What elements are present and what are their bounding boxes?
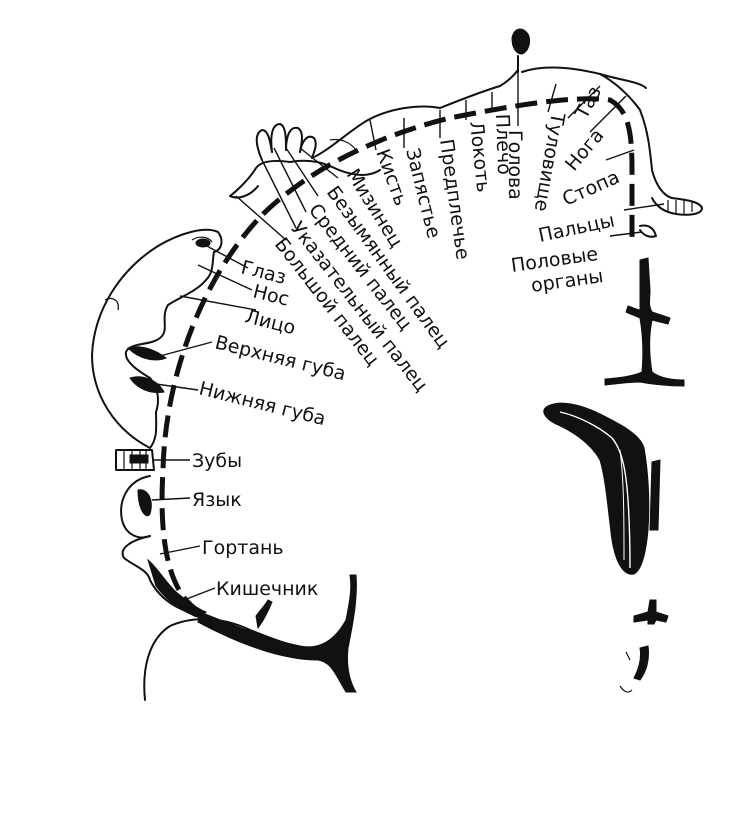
- label-upper-lip: Верхняя губа: [213, 332, 348, 386]
- cortex-dashed-line: [159, 96, 635, 615]
- brain-section: [543, 257, 685, 693]
- eye-shape: [195, 238, 211, 248]
- label-elbow: Локоть: [465, 120, 494, 193]
- label-foot: Стопа: [559, 166, 623, 211]
- label-nose: Нос: [251, 281, 292, 311]
- label-intestine: Кишечник: [216, 578, 318, 600]
- label-teeth: Зубы: [192, 450, 242, 472]
- label-toes: Пальцы: [536, 209, 616, 247]
- label-lower-lip: Нижняя губа: [197, 378, 328, 431]
- label-head: Голова: [504, 130, 526, 200]
- hand-figure: [229, 105, 441, 199]
- label-tongue: Язык: [192, 489, 242, 511]
- label-forearm: Предплечье: [435, 138, 474, 261]
- label-face: Лицо: [243, 306, 298, 340]
- label-larynx: Гортань: [202, 537, 284, 559]
- label-pelvis: Таз: [571, 83, 607, 124]
- label-shoulder: Плечо: [491, 113, 515, 175]
- leader-lines: [151, 56, 665, 601]
- teeth-figure: [115, 449, 155, 471]
- brain-base: [143, 574, 357, 701]
- label-leg: Нога: [561, 125, 608, 176]
- face-figure: [91, 228, 223, 449]
